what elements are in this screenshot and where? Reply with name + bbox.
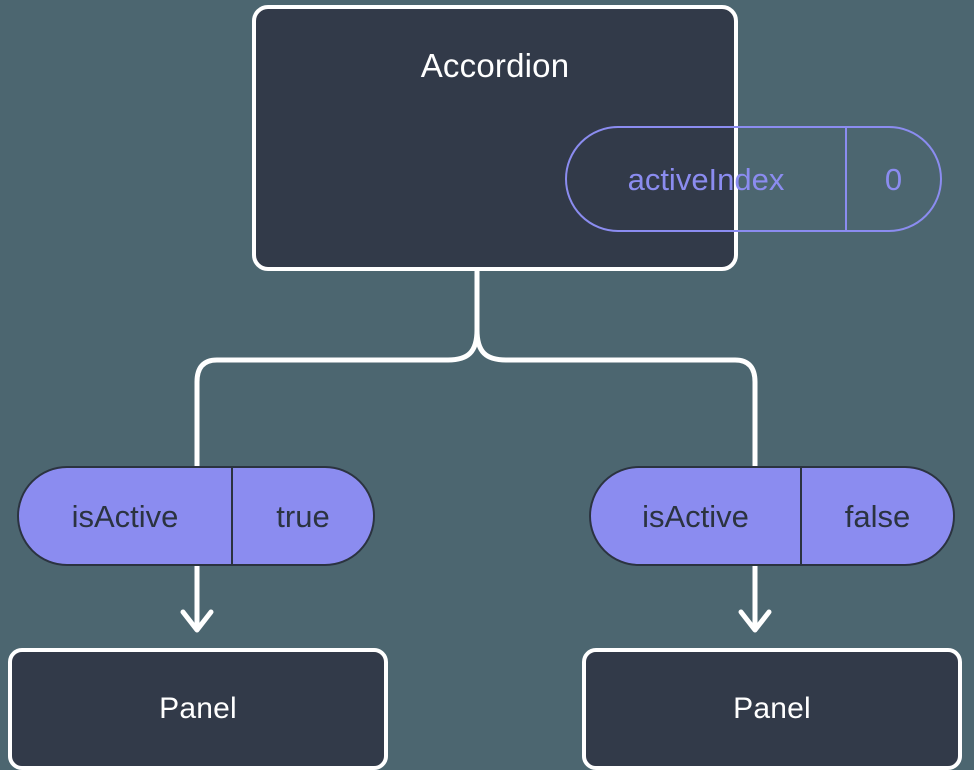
prop-badge-is-active-true[interactable]: isActive true bbox=[17, 466, 375, 566]
node-panel-left[interactable]: Panel bbox=[8, 648, 388, 770]
accordion-title: Accordion bbox=[420, 47, 570, 84]
prop-value-is-active-left: true bbox=[231, 468, 373, 564]
panel-left-title: Panel bbox=[159, 692, 237, 725]
connector-fork bbox=[194, 268, 480, 469]
prop-key-is-active-right: isActive bbox=[642, 498, 749, 534]
prop-key-active-index: activeIndex bbox=[627, 161, 785, 197]
prop-badge-active-index[interactable]: activeIndex 0 bbox=[565, 126, 942, 232]
arrow-right-head bbox=[738, 609, 772, 633]
prop-badge-is-active-false[interactable]: isActive false bbox=[589, 466, 955, 566]
arrow-left-head bbox=[180, 609, 214, 633]
connector-fork-right bbox=[474, 327, 758, 469]
node-accordion[interactable]: Accordion activeIndex 0 bbox=[252, 5, 942, 271]
prop-value-is-active-right: false bbox=[800, 468, 953, 564]
prop-value-active-index: 0 bbox=[845, 128, 940, 230]
node-panel-right[interactable]: Panel bbox=[582, 648, 962, 770]
panel-right-title: Panel bbox=[733, 692, 811, 725]
prop-key-is-active-left: isActive bbox=[71, 498, 179, 534]
